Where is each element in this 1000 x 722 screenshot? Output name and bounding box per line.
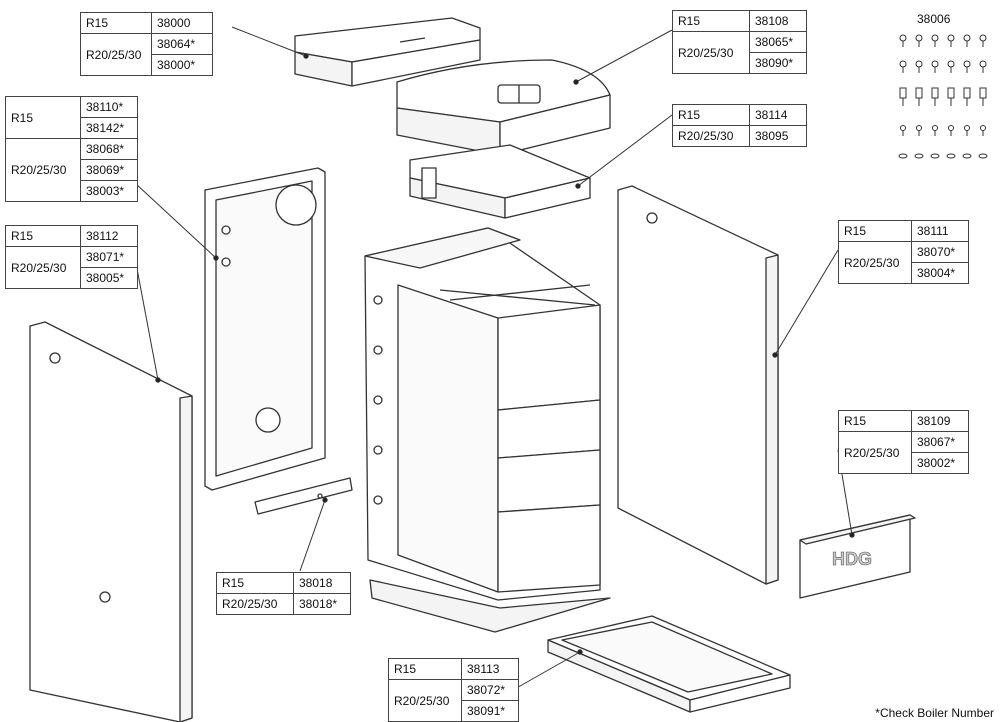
r15-label: R15 — [838, 410, 912, 432]
part-number: 38110* — [80, 96, 138, 118]
part-number: 38002* — [911, 452, 969, 474]
part-number: 38067* — [911, 431, 969, 453]
r20-label: R20/25/30 — [838, 431, 912, 474]
r20-label: R20/25/30 — [388, 679, 462, 722]
r20-label: R20/25/30 — [672, 31, 750, 74]
rear-panel-part — [204, 167, 326, 491]
r20-label: R20/25/30 — [5, 138, 81, 202]
r15-label: R15 — [5, 96, 81, 139]
part-number: 38112 — [80, 225, 138, 247]
front-top-cover-part — [396, 59, 611, 156]
r15-label: R15 — [388, 658, 462, 680]
r15-label: R15 — [216, 572, 294, 594]
part-number: 38000* — [151, 54, 213, 76]
r15-label: R15 — [5, 225, 81, 247]
r20-label: R20/25/30 — [838, 241, 912, 284]
boiler-body-part — [364, 227, 611, 633]
r15-label: R15 — [838, 220, 912, 242]
r20-label: R20/25/30 — [672, 125, 750, 147]
part-number: 38003* — [80, 180, 138, 202]
part-number: 38069* — [80, 159, 138, 181]
r20-label: R20/25/30 — [216, 593, 294, 615]
r20-label: R20/25/30 — [80, 33, 152, 76]
left-side-panel-part — [29, 321, 193, 722]
r15-label: R15 — [672, 10, 750, 32]
part-number: 38095 — [749, 125, 807, 147]
part-number: 38070* — [911, 241, 969, 263]
hardware-kit-code: 38006 — [917, 12, 951, 26]
r15-label: R15 — [672, 104, 750, 126]
hardware-kit-screws — [898, 34, 988, 159]
part-number: 38071* — [80, 246, 138, 268]
part-number: 38113 — [461, 658, 519, 680]
right-side-panel-part — [617, 185, 779, 585]
ash-tray-part — [547, 615, 791, 713]
part-number: 38018 — [293, 572, 351, 594]
part-number: 38091* — [461, 700, 519, 722]
part-number: 38005* — [80, 267, 138, 289]
part-number: 38111 — [911, 220, 969, 242]
r20-label: R20/25/30 — [5, 246, 81, 289]
r15-label: R15 — [80, 12, 152, 34]
part-number: 38108 — [749, 10, 807, 32]
part-number: 38114 — [749, 104, 807, 126]
part-number: 38142* — [80, 117, 138, 139]
part-number: 38068* — [80, 138, 138, 160]
part-number: 38090* — [749, 52, 807, 74]
part-number: 38065* — [749, 31, 807, 53]
rear-strip-part — [254, 477, 353, 515]
part-number: 38000 — [151, 12, 213, 34]
part-number: 38018* — [293, 593, 351, 615]
top-cover-part — [294, 17, 481, 87]
leader-lines — [134, 26, 855, 691]
part-number: 38072* — [461, 679, 519, 701]
front-trim-part — [799, 514, 916, 599]
insulation-panel-part — [409, 144, 591, 219]
part-number: 38109 — [911, 410, 969, 432]
footnote: *Check Boiler Number — [875, 706, 994, 720]
part-number: 38064* — [151, 33, 213, 55]
hdg-logo: HDG — [832, 549, 872, 569]
part-number: 38004* — [911, 262, 969, 284]
